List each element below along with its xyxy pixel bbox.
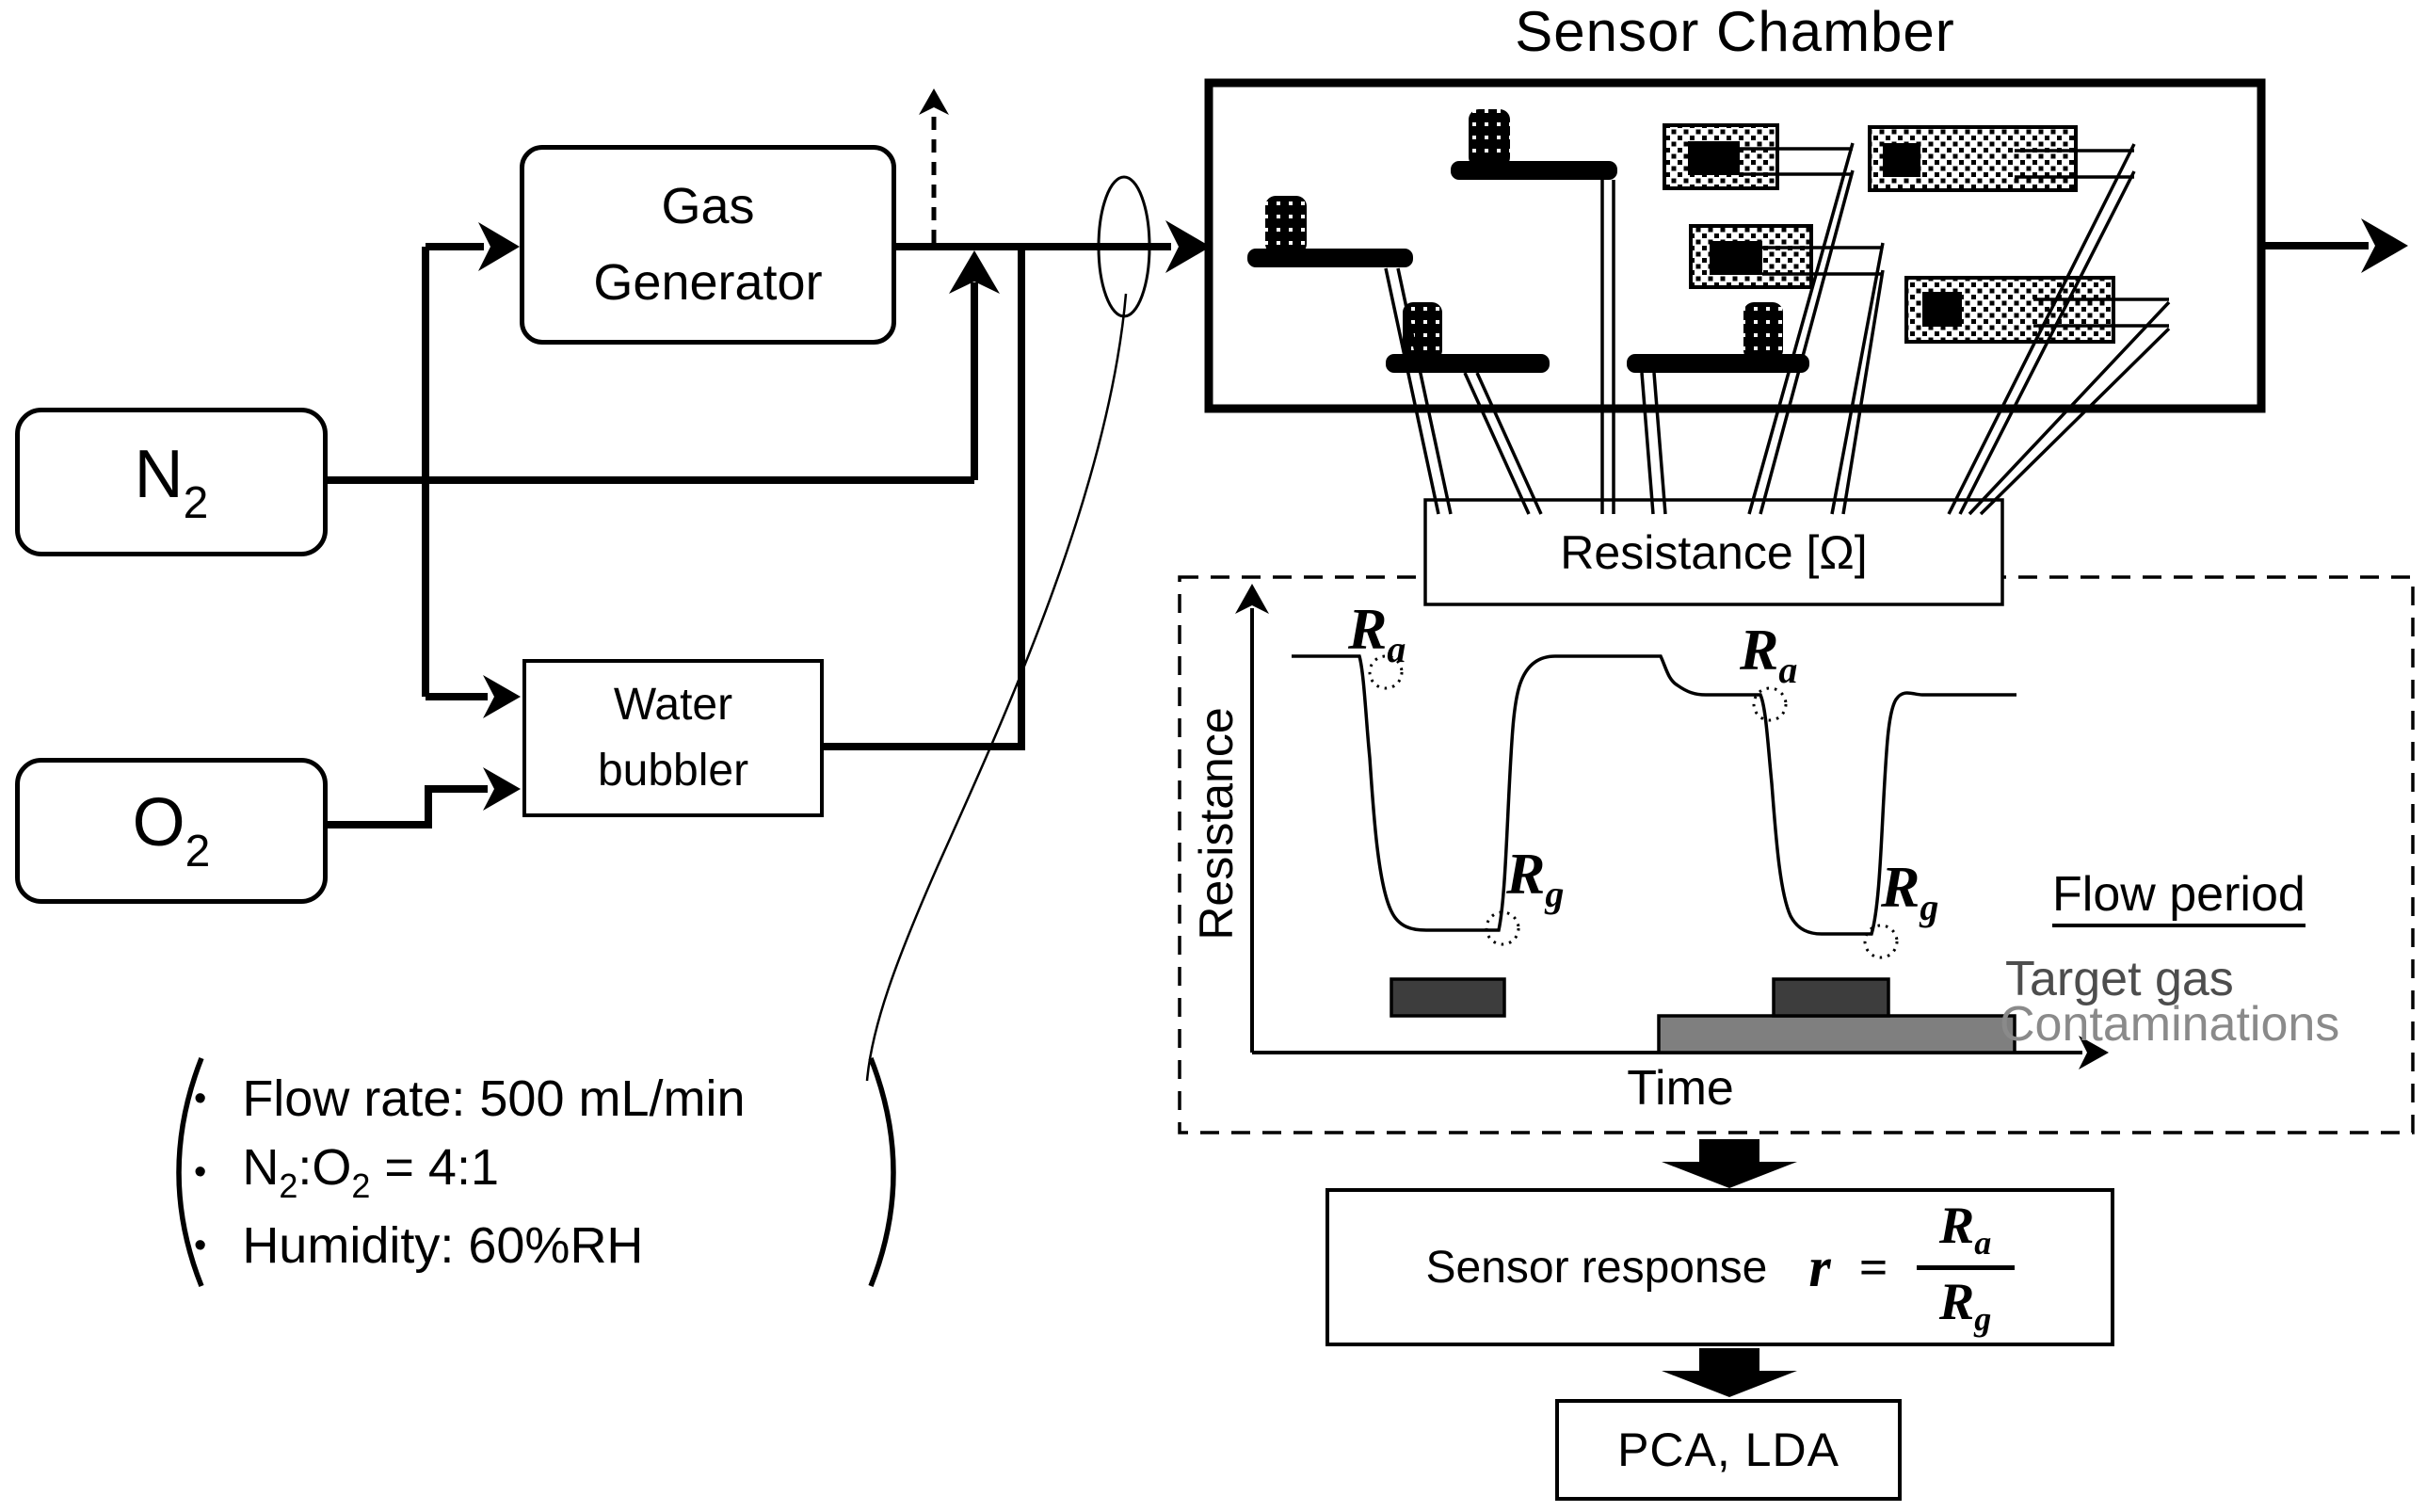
arrowhead-chamber-out (2361, 218, 2408, 273)
target-gas-bar-2 (1772, 977, 1890, 1018)
vent-arrow (919, 88, 949, 243)
sensor-base-icon (1386, 354, 1550, 373)
leader-curve (865, 293, 1128, 1082)
sensor-wires (1384, 142, 2171, 516)
contaminations-label: Contaminations (2000, 997, 2340, 1052)
rg-point-1 (1485, 910, 1520, 946)
x-axis-label: Time (1627, 1061, 1734, 1116)
resistance-meter-label: Resistance [Ω] (1560, 525, 1868, 579)
bullet-icon: • (194, 1078, 207, 1118)
sampling-point (865, 175, 1151, 1082)
resistance-curve (1292, 654, 2016, 936)
response-var-r: r (1808, 1235, 1831, 1298)
mems-sensors (1663, 123, 2169, 344)
flow-arrowheads (478, 218, 2408, 811)
resistance-meter-border (1423, 498, 2004, 606)
resistance-meter-fill (1425, 500, 2002, 604)
water-bubbler-label-line2: bubbler (597, 746, 749, 796)
fraction-denominator: Rg (1938, 1272, 1992, 1338)
sensor-response-box: Sensor response r = Ra Rg (1325, 1188, 2114, 1346)
ra-label-1: Ra (1348, 598, 1406, 670)
condition-humidity-text: Humidity: 60%RH (242, 1217, 644, 1274)
arrowhead-n2-bypass-up (949, 250, 1000, 294)
sensor-response-label: Sensor response (1425, 1242, 1768, 1293)
fraction-numerator: Ra (1938, 1196, 1992, 1262)
ra-point-1 (1368, 654, 1404, 690)
arrowhead-x-axis (2079, 1036, 2109, 1070)
condition-flow-rate: • Flow rate: 500 mL/min (194, 1066, 746, 1132)
sensor-cap-icon (1265, 196, 1307, 254)
o2-source-box: O2 (15, 758, 328, 904)
n2-label: N2 (134, 436, 209, 528)
mems-element-icon (1922, 292, 1962, 327)
arrowhead-into-bubbler-top (483, 675, 521, 718)
arrowhead-into-bubbler-bottom (483, 767, 521, 811)
flow-period-panel (1178, 575, 2415, 1134)
gas-generator-box: Gas Generator (520, 145, 896, 345)
sensor-base-icon (1627, 354, 1809, 373)
sensor-cap-icon (1403, 302, 1442, 361)
arrowhead-vent-up (919, 88, 949, 115)
y-axis-label: Resistance (1190, 707, 1243, 941)
sensor-cap-icon (1469, 109, 1510, 168)
gas-generator-label-line1: Gas (661, 178, 755, 234)
bubbler-outlet-line (824, 247, 1025, 750)
arrowhead-into-chamber (1165, 220, 1211, 273)
block-arrow-to-response (1662, 1139, 1797, 1188)
chamber-title: Sensor Chamber (1515, 0, 1955, 63)
fraction-bar (1916, 1264, 2015, 1270)
mems-element-icon (1710, 241, 1762, 275)
gas-generator-label-line2: Generator (593, 254, 823, 311)
rg-label-1: Rg (1506, 843, 1565, 915)
block-arrow-to-analysis (1662, 1348, 1797, 1397)
measurement-point-circles (1368, 654, 1899, 959)
water-bubbler-label-line1: Water (613, 680, 733, 731)
block-arrows (1662, 1139, 1797, 1397)
gas-lines (328, 242, 2369, 828)
bullet-icon: • (194, 1225, 207, 1265)
target-gas-label: Target gas (2005, 952, 2234, 1006)
arrowhead-y-axis (1235, 584, 1269, 614)
o2-supply-line (328, 785, 488, 828)
condition-flow-rate-text: Flow rate: 500 mL/min (242, 1070, 746, 1127)
condition-gas-ratio-text: N2:O2 = 4:1 (242, 1139, 499, 1205)
mems-element-icon (1883, 143, 1920, 177)
arrowhead-into-generator (478, 222, 520, 271)
ra-label-2: Ra (1740, 619, 1798, 691)
flow-period-label: Flow period (2052, 866, 2306, 927)
o2-label: O2 (132, 785, 211, 877)
mems-element-icon (1688, 141, 1740, 175)
response-graph (1235, 584, 2109, 1070)
sensor-chamber (1204, 78, 2266, 413)
analysis-box: PCA, LDA (1555, 1399, 1902, 1501)
response-fraction: Ra Rg (1916, 1196, 2015, 1338)
sensor-base-icon (1451, 161, 1617, 180)
condition-humidity: • Humidity: 60%RH (194, 1213, 643, 1279)
equals-sign: = (1858, 1239, 1888, 1295)
water-bubbler-box: Water bubbler (522, 659, 824, 817)
sensor-cap-icon (1743, 302, 1783, 361)
n2-source-box: N2 (15, 408, 328, 556)
cylindrical-sensors (1247, 109, 1809, 373)
rg-label-2: Rg (1881, 856, 1939, 928)
bullet-icon: • (194, 1151, 207, 1192)
sensor-base-icon (1247, 249, 1413, 267)
contaminations-bar (1657, 1014, 2016, 1054)
rg-point-2 (1863, 924, 1899, 959)
left-bracket (176, 1056, 204, 1288)
target-gas-bar-1 (1390, 977, 1506, 1018)
conditions-brackets (176, 1056, 896, 1288)
ra-point-2 (1752, 686, 1788, 722)
condition-gas-ratio: • N2:O2 = 4:1 (194, 1139, 499, 1205)
right-bracket (868, 1056, 896, 1288)
